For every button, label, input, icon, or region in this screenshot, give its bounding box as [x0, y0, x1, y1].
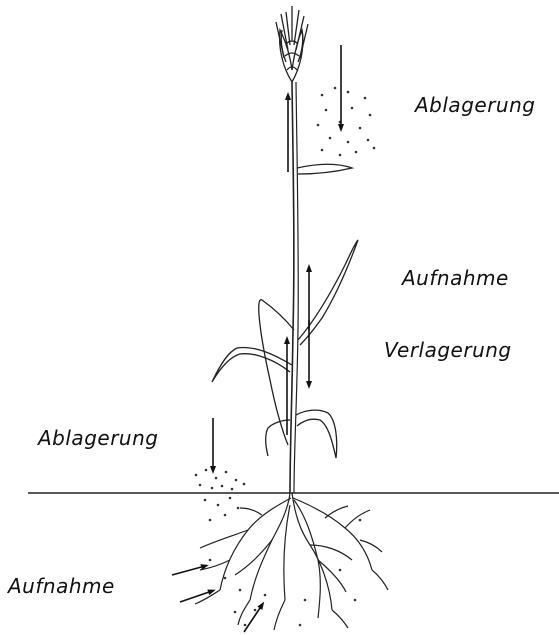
wheat-ear — [276, 6, 308, 82]
label-uptake-leaf: Aufnahme — [402, 266, 509, 290]
arrow-uptake-root-2 — [180, 591, 212, 602]
leaves — [212, 164, 358, 458]
label-translocation: Verlagerung — [384, 338, 512, 362]
deposition-dots-top — [317, 87, 376, 157]
label-deposition-soil: Ablagerung — [38, 426, 158, 450]
deposition-dots-soil — [195, 469, 246, 522]
arrows — [172, 45, 341, 632]
arrow-uptake-root-3 — [244, 605, 262, 632]
label-deposition-top: Ablagerung — [415, 93, 535, 117]
label-uptake-root: Aufnahme — [8, 574, 115, 598]
arrow-uptake-root-1 — [172, 566, 205, 575]
roots — [195, 493, 388, 630]
stem — [290, 82, 294, 493]
